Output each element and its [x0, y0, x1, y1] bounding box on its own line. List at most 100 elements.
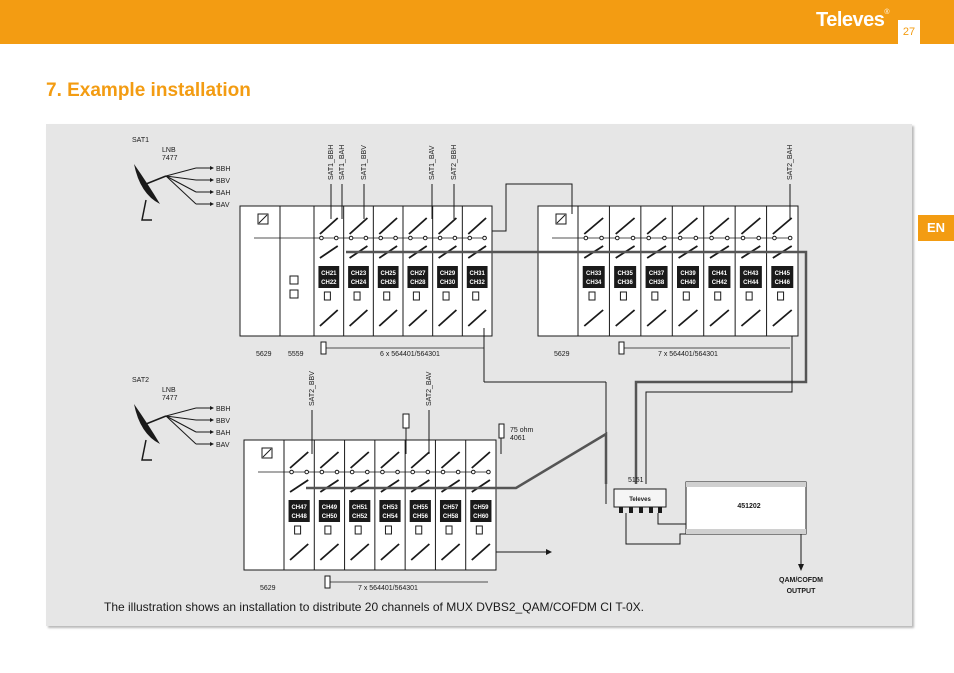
rack3-channel-label: CH58 [443, 514, 459, 520]
rack1-channel-box [348, 266, 369, 288]
sat2-lnb-label: LNB [162, 387, 176, 394]
rack1-connector-icon [452, 235, 458, 241]
rack2-feed-sat2_bah: SAT2_BAH [787, 145, 794, 180]
rack2-connector-icon [756, 235, 762, 241]
rack2-channel-box [614, 266, 637, 288]
combiner-port-icon [658, 507, 662, 513]
rack1-feed-sat1_bah: SAT1_BAH [339, 145, 346, 180]
sat2-output-line [165, 407, 197, 417]
rack3-psu-icon [261, 447, 273, 459]
rack2-jumper-line [646, 217, 667, 235]
rack1-channel-box [407, 266, 429, 288]
rack1-psu-icon [257, 213, 269, 225]
rack1-connector-icon [482, 235, 487, 241]
rack3-connector-icon [334, 469, 340, 475]
sat2-arrow-icon [210, 442, 214, 446]
rack1-connector-icon [319, 235, 324, 241]
diagram-caption: The illustration shows an installation t… [104, 600, 645, 614]
rack3-channel-label: CH56 [413, 514, 429, 520]
rack1-jumper-line [319, 217, 339, 235]
rack2-channel-label: CH44 [743, 280, 759, 286]
rack1-channel-box [318, 266, 340, 288]
rack3-module-port-icon [324, 525, 332, 535]
sat1-arrow-icon [210, 202, 214, 206]
rack3-module-port-icon [415, 525, 423, 535]
rack3-channel-label: CH50 [322, 514, 338, 520]
rack1-jumper-line [378, 309, 398, 327]
rack3-channel-label: CH55 [413, 505, 429, 511]
rack3-jumper-line [289, 451, 309, 469]
rack2-channel-label: CH37 [649, 271, 665, 277]
rack3-connector-icon [380, 469, 385, 475]
sat1-lnb-model: 7477 [162, 155, 178, 162]
rack3-connector-icon [304, 469, 310, 475]
sat1-output-bbv: BBV [216, 178, 230, 185]
rack3-psu-icon-slash [262, 448, 272, 458]
sat1-output-line [165, 167, 197, 177]
rack1-jumper-line [378, 217, 398, 235]
rack3-jumper-line [410, 543, 430, 561]
brand-logo: Televes® [816, 9, 890, 31]
rack1-jumper-line [408, 309, 428, 327]
rack1-connector-icon [437, 235, 443, 241]
rack3-jumper-line [380, 451, 400, 469]
rack3-channel-label: CH59 [473, 505, 489, 511]
header-bar [0, 0, 954, 44]
page-number: 27 [898, 20, 920, 44]
sat1-output-line [165, 175, 197, 205]
rack3-connector-icon [440, 469, 446, 475]
rack3-input-terminator-icon [402, 413, 410, 429]
rack3-channel-label: CH51 [352, 505, 368, 511]
rack3-feed-sat2_bav: SAT2_BAV [426, 371, 433, 406]
combiner-port-icon [629, 507, 633, 513]
rack3-jumper-line [410, 451, 430, 469]
sat2-lnb-model: 7477 [162, 395, 178, 402]
rack3-connector-icon [364, 469, 370, 475]
rack2-jumper-line [583, 309, 604, 327]
rack1-feed-sat1_bbv: SAT1_BBV [361, 145, 368, 180]
sat1-arrow-icon [210, 166, 214, 170]
rack3-psu-label: 5629 [260, 585, 276, 592]
rack3-module-port-icon [294, 525, 302, 535]
language-tab[interactable]: EN [918, 215, 954, 241]
rack2-channel-box [708, 266, 731, 288]
sat2-output-line [165, 415, 197, 445]
rack2-modules-label: 7 x 564401/564301 [658, 351, 718, 358]
rack3-channel-label: CH47 [291, 505, 307, 511]
rack3-module-port-icon [475, 525, 483, 535]
rack2-psu-icon [555, 213, 567, 225]
rack2-connector-icon [724, 235, 730, 241]
rack2-psu-icon-slash [556, 214, 566, 224]
rack1-connector-icon [348, 235, 354, 241]
rack1-channel-label: CH24 [351, 280, 367, 286]
rack1-psu-icon-slash [258, 214, 268, 224]
rack3-channel-label: CH54 [382, 514, 398, 520]
rack2-channel-label: CH40 [680, 280, 696, 286]
rack2-connector-icon [787, 235, 793, 241]
rack3-jumper-line [289, 543, 309, 561]
rack1-feed-sat2_bbh: SAT2_BBH [451, 145, 458, 180]
rack1-jumper-line [408, 217, 428, 235]
rack1-psu-label: 5629 [256, 351, 272, 358]
rack3-module-port-icon [445, 525, 453, 535]
sat1-lnb-label: LNB [162, 147, 176, 154]
rack3-channel-label: CH48 [291, 514, 307, 520]
rack1-jumper-line [319, 309, 339, 327]
sat1-output-line [165, 175, 197, 181]
sat2-output-line [165, 415, 197, 421]
rack2-channel-label: CH38 [649, 280, 665, 286]
rack3-connector-icon [455, 469, 461, 475]
rack1-channel-label: CH30 [440, 280, 456, 286]
rack2-module-port-icon [777, 291, 785, 301]
sat2-arrow-icon [210, 418, 214, 422]
output-label-line2: OUTPUT [787, 588, 817, 595]
rack1-connector-icon [363, 235, 369, 241]
rack3-jumper-line [380, 543, 400, 561]
sat1-output-bah: BAH [216, 190, 230, 197]
rack2-jumper-line [709, 309, 730, 327]
rack1-module-port-icon [472, 291, 480, 301]
rack3-channel-box [439, 500, 462, 522]
rack3-channel-box [379, 500, 401, 522]
rack2-jumper-line [740, 309, 761, 327]
